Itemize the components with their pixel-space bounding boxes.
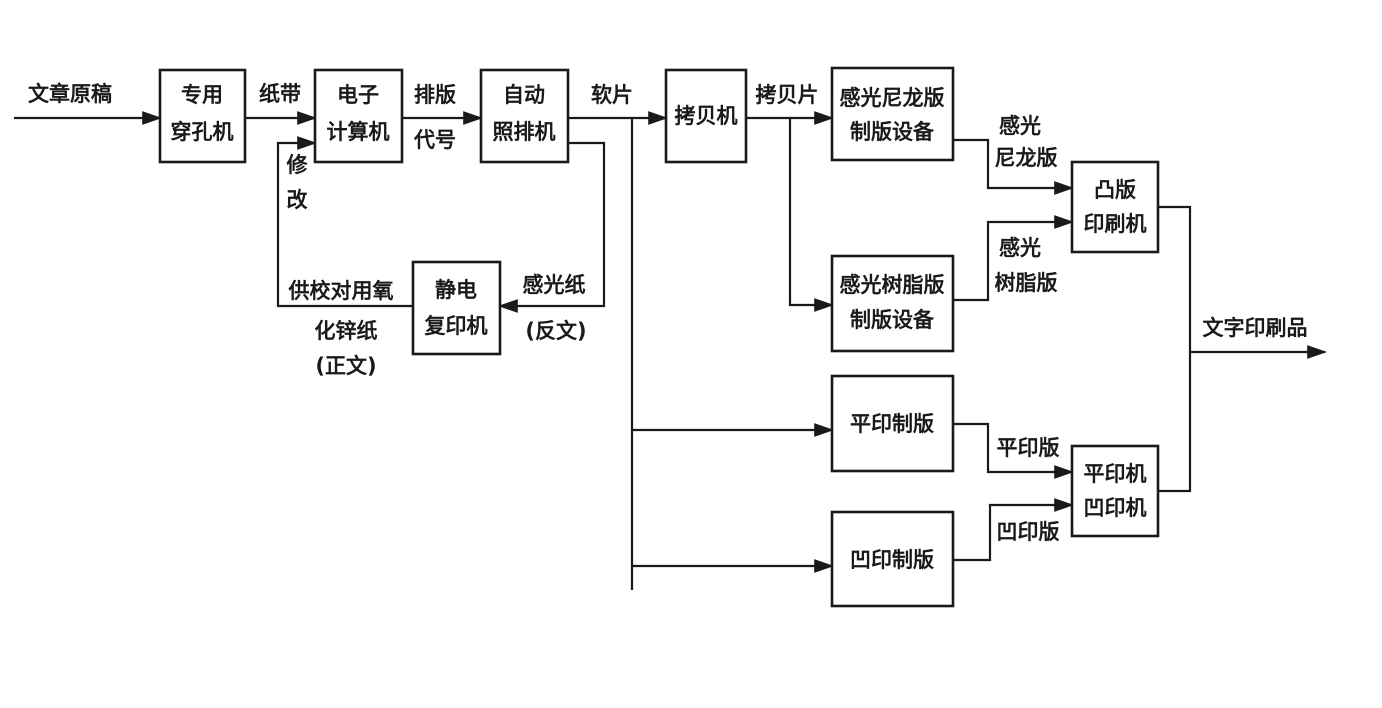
letterpress-line-2: 印刷机 xyxy=(1084,212,1147,236)
arrow-nylon-to-letterpress xyxy=(953,138,1074,195)
copier-line-1: 拷贝机 xyxy=(675,104,738,128)
label-tape: 纸带 xyxy=(259,82,301,106)
label-nylon-plate-2: 尼龙版 xyxy=(995,146,1058,170)
puncher-box: 专用 穿孔机 xyxy=(158,68,247,164)
label-photo-paper-1: 感光纸 xyxy=(523,273,586,297)
planographic-platemaking-box: 平印制版 xyxy=(830,374,955,473)
arrow-planographic-to-press xyxy=(953,422,1074,479)
computer-box: 电子 计算机 xyxy=(313,68,404,164)
arrow-intaglio-to-press xyxy=(953,498,1074,562)
nylon-platemaking-box: 感光尼龙版 制版设备 xyxy=(830,66,955,162)
label-resin-plate-2: 树脂版 xyxy=(995,271,1058,295)
label-nylon-plate-1: 感光 xyxy=(999,114,1041,138)
computer-line-1: 电子 xyxy=(337,83,379,107)
label-resin-plate-1: 感光 xyxy=(999,236,1041,260)
phototypesetter-line-1: 自动 xyxy=(503,83,545,107)
offset-gravure-line-1: 平印机 xyxy=(1084,462,1147,486)
resin-platemaking-box: 感光树脂版 制版设备 xyxy=(830,254,955,353)
arrow-resin-to-letterpress xyxy=(953,215,1074,302)
label-proof-paper-3: (正文) xyxy=(315,354,376,378)
nylon-platemaking-line-1: 感光尼龙版 xyxy=(840,86,945,110)
resin-platemaking-line-1: 感光树脂版 xyxy=(840,273,945,297)
copier-box: 拷贝机 xyxy=(664,68,748,164)
arrow-copier-to-resin xyxy=(788,118,834,312)
photo-paper-line xyxy=(498,141,606,313)
label-typesetting-code-1: 排版 xyxy=(414,83,456,107)
label-film: 软片 xyxy=(591,83,633,107)
resin-platemaking-line-2: 制版设备 xyxy=(850,308,935,332)
label-proof-paper-1: 供校对用氧 xyxy=(288,279,394,303)
intaglio-platemaking-line-1: 凹印制版 xyxy=(850,548,934,572)
letterpress-line-1: 凸版 xyxy=(1094,178,1136,202)
intaglio-platemaking-box: 凹印制版 xyxy=(830,510,955,608)
puncher-line-1: 专用 xyxy=(181,83,223,107)
label-output: 文字印刷品 xyxy=(1203,316,1308,340)
xerographic-line-2: 复印机 xyxy=(424,314,488,338)
label-revise-1: 修 xyxy=(286,153,309,177)
label-planographic-plate: 平印版 xyxy=(997,436,1060,460)
computer-line-2: 计算机 xyxy=(327,120,390,144)
xerographic-line-1: 静电 xyxy=(435,278,477,302)
label-photo-paper-2: (反文) xyxy=(525,319,586,343)
label-typesetting-code-2: 代号 xyxy=(413,128,456,152)
offset-gravure-box: 平印机 凹印机 xyxy=(1070,444,1160,538)
connectors xyxy=(14,111,1327,590)
phototypesetter-box: 自动 照排机 xyxy=(479,68,570,164)
planographic-platemaking-line-1: 平印制版 xyxy=(850,412,934,436)
puncher-line-2: 穿孔机 xyxy=(171,120,234,144)
letterpress-box: 凸版 印刷机 xyxy=(1070,160,1160,254)
xerographic-box: 静电 复印机 xyxy=(411,260,502,356)
label-revise-2: 改 xyxy=(287,188,309,212)
phototypesetter-line-2: 照排机 xyxy=(493,120,556,144)
label-intaglio-plate: 凹印版 xyxy=(997,520,1060,544)
label-input: 文章原稿 xyxy=(28,82,112,106)
label-copy-film: 拷贝片 xyxy=(756,83,819,107)
revise-loop-line xyxy=(276,136,413,308)
nylon-platemaking-line-2: 制版设备 xyxy=(850,120,935,144)
offset-gravure-line-2: 凹印机 xyxy=(1084,496,1147,520)
collector-line xyxy=(1158,205,1192,493)
label-proof-paper-2: 化锌纸 xyxy=(315,319,378,343)
